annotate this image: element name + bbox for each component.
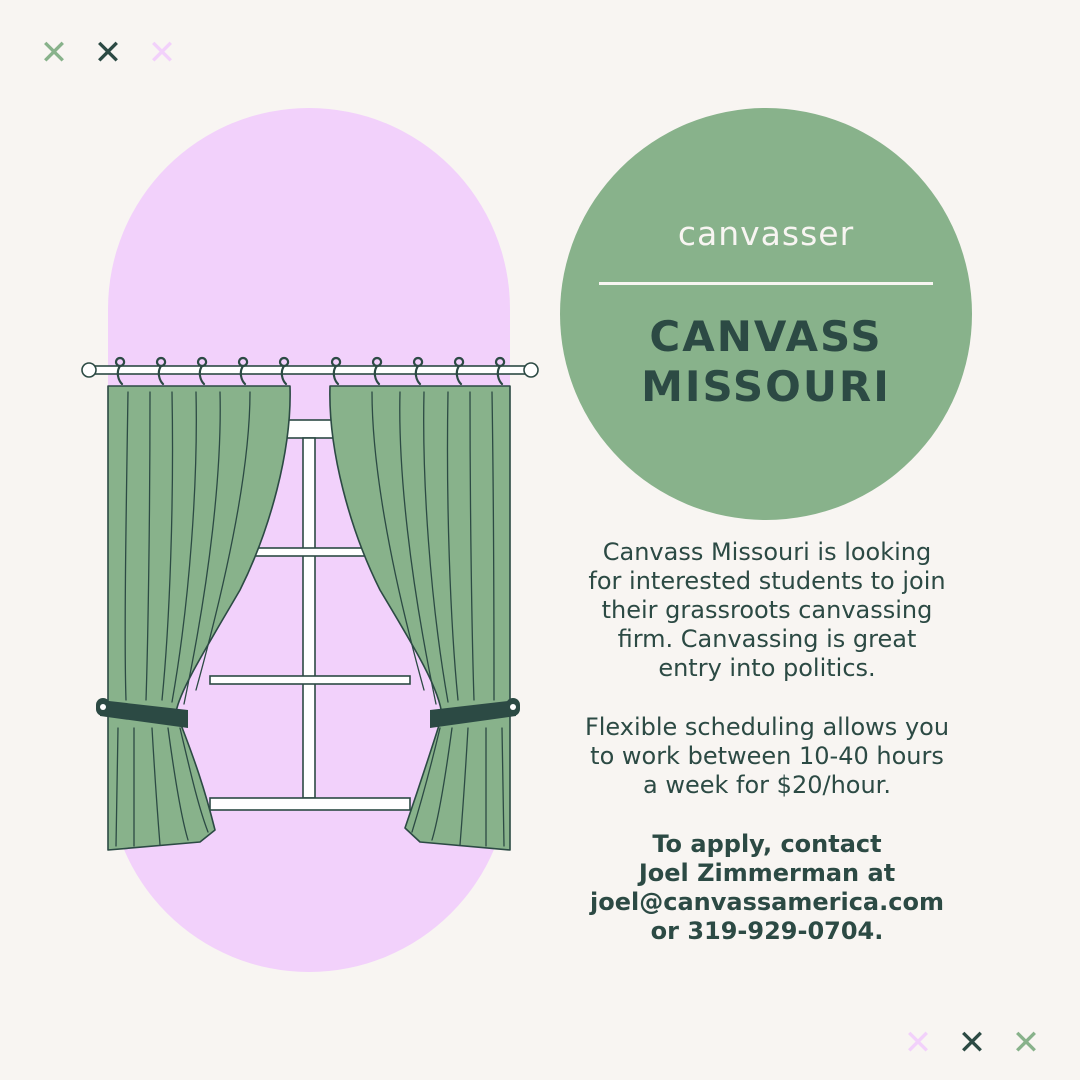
curtain-rod [81,362,539,378]
title-badge [560,108,972,520]
x-mark-icon: ✕ [93,33,123,73]
divider [599,282,933,285]
text-line: Flexible scheduling allows you [584,713,950,741]
title-line: CANVASS [649,312,883,361]
text-line: a week for $20/hour. [643,771,891,799]
title-line: MISSOURI [641,362,891,411]
text-line: to work between 10-40 hours [590,742,944,770]
text-line: their grassroots canvassing [601,596,933,624]
contact-email: joel@canvassamerica.com [590,888,944,916]
description-paragraph: Canvass Missouri is looking for interest… [545,538,989,683]
curtain-tiebacks [96,698,520,728]
x-mark-icon: ✕ [39,33,69,73]
text-line: entry into politics. [658,654,876,682]
contact-info: To apply, contact Joel Zimmerman at joel… [545,830,989,946]
x-mark-icon: ✕ [147,33,177,73]
curtain-hooks [114,356,506,386]
x-mark-icon: ✕ [1011,1023,1041,1063]
text-line: for interested students to join [588,567,946,595]
right-curtain [329,385,511,851]
window-frame [209,419,411,811]
job-subtitle: canvasser [677,214,855,253]
text-line: Canvass Missouri is looking [602,538,932,566]
x-mark-icon: ✕ [957,1023,987,1063]
text-line: Joel Zimmerman at [638,859,896,887]
organization-title: CANVASS MISSOURI [560,312,972,412]
contact-phone: or 319-929-0704. [650,917,884,945]
text-line: To apply, contact [652,830,882,858]
schedule-paragraph: Flexible scheduling allows you to work b… [545,713,989,800]
x-mark-icon: ✕ [903,1023,933,1063]
left-curtain [107,385,291,851]
text-line: firm. Canvassing is great [617,625,917,653]
